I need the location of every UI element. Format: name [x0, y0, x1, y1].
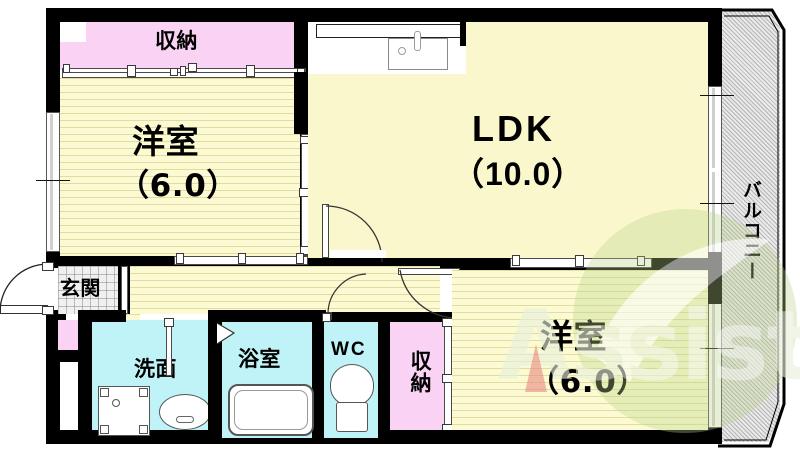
- washroom-door[interactable]: [166, 322, 172, 376]
- wash-basin: [159, 394, 211, 430]
- ldk-door-threshold: [330, 250, 386, 258]
- slide-knob[interactable]: [575, 255, 584, 267]
- closet-door-knob[interactable]: [127, 65, 136, 77]
- closet-door-knob[interactable]: [170, 68, 178, 76]
- wall-wc-right: [378, 318, 390, 444]
- closet-door-knob[interactable]: [246, 65, 255, 77]
- hallway-area: [130, 266, 440, 314]
- bedroom-right-size: （6.0）: [528, 364, 649, 400]
- kitchen-counter-edge: [316, 24, 464, 38]
- kitchen-sink-drain-icon: [398, 47, 406, 55]
- wall-washroom-left: [78, 320, 92, 444]
- wall-washroom-top-left: [78, 310, 126, 322]
- entrance-door-jamb: [42, 262, 54, 271]
- closet-door-knob[interactable]: [180, 66, 186, 76]
- entrance-door-swing-arc: [0, 263, 49, 313]
- bathroom-folding-door-icon[interactable]: [216, 322, 238, 346]
- sliding-door-tick: [700, 95, 734, 96]
- bedroom-left-size: （6.0）: [118, 168, 239, 204]
- window-pane: [50, 114, 53, 250]
- window-tick: [36, 180, 70, 181]
- wall-left-lower: [46, 316, 60, 444]
- glass-pane: [712, 172, 715, 252]
- ldk-name: LDK: [472, 108, 555, 149]
- wall-closet-top-right: [294, 22, 308, 72]
- bedroom-left-name: 洋室: [132, 122, 200, 161]
- opening-knob[interactable]: [238, 253, 246, 264]
- wall-washroom-bottom: [46, 430, 226, 444]
- wall-closet-bottom-bottom: [386, 430, 456, 444]
- closet-door-knob[interactable]: [63, 64, 70, 73]
- wall-closet-bottom-top: [386, 312, 458, 322]
- wall-entry-jog-bottom: [46, 310, 66, 320]
- opening-knob[interactable]: [296, 253, 304, 264]
- entrance-door-jamb: [42, 306, 54, 315]
- closet-bottom-label: 収納: [408, 350, 433, 395]
- pan-corner: [100, 388, 109, 397]
- ldk-hall-door-panel[interactable]: [322, 204, 329, 258]
- wc-door-swing-arc: [327, 273, 367, 315]
- closet-bottom-area: [390, 322, 448, 438]
- bedroom-right-balcony-door[interactable]: [708, 300, 722, 428]
- wall-bathroom-top: [208, 310, 326, 322]
- slide-knob[interactable]: [637, 256, 645, 266]
- pan-corner: [100, 425, 109, 434]
- wall-top: [46, 8, 722, 22]
- kitchen-faucet-icon: [414, 31, 421, 51]
- wall-bedroom-left-right: [294, 72, 308, 134]
- ldk-balcony-sliding-door[interactable]: [708, 86, 722, 254]
- sliding-door-tick: [700, 348, 734, 349]
- bedroom-right-name: 洋室: [540, 317, 608, 356]
- bedroom-left-window[interactable]: [46, 112, 60, 252]
- genkan-area: [58, 266, 128, 314]
- pan-corner: [139, 388, 148, 397]
- washroom-door-knob[interactable]: [164, 318, 174, 327]
- genkan-label: 玄関: [60, 276, 101, 300]
- opening-knob[interactable]: [176, 253, 184, 264]
- pan-corner: [139, 425, 148, 434]
- basin-drain-icon: [176, 416, 194, 423]
- washroom-label: 洗面: [134, 357, 177, 381]
- ldk-size: （10.0）: [452, 156, 585, 192]
- bathtub-inner: [234, 390, 308, 430]
- genkan-side-panel: [121, 266, 128, 314]
- wc-door-knob[interactable]: [322, 313, 331, 322]
- bedroom-right-door-swing-arc: [399, 269, 457, 319]
- wall-bathroom-right: [312, 320, 324, 444]
- closet-top-area: [60, 22, 306, 70]
- glass-pane: [712, 88, 715, 168]
- bathroom-label: 浴室: [238, 347, 281, 371]
- pan-drain-icon: [112, 399, 120, 407]
- glass-pane: [712, 302, 715, 426]
- slide-knob[interactable]: [512, 255, 520, 266]
- wc-label: WC: [331, 339, 367, 360]
- balcony-label: バルコニー: [739, 180, 762, 281]
- toilet-tank: [336, 402, 368, 432]
- balcony-outline: [718, 8, 786, 448]
- washing-machine-pan: [98, 386, 150, 436]
- wall-kitchen-right: [460, 22, 468, 46]
- bedroom-left-area: [60, 78, 306, 258]
- closet-top-label: 収納: [155, 29, 198, 53]
- wall-bathroom-left: [208, 320, 222, 444]
- wall-right-nib: [708, 252, 722, 304]
- toilet-bowl: [330, 364, 374, 406]
- wall-wc-top: [324, 312, 386, 322]
- sliding-door-tick: [700, 203, 734, 204]
- closet-door-knob[interactable]: [188, 63, 197, 72]
